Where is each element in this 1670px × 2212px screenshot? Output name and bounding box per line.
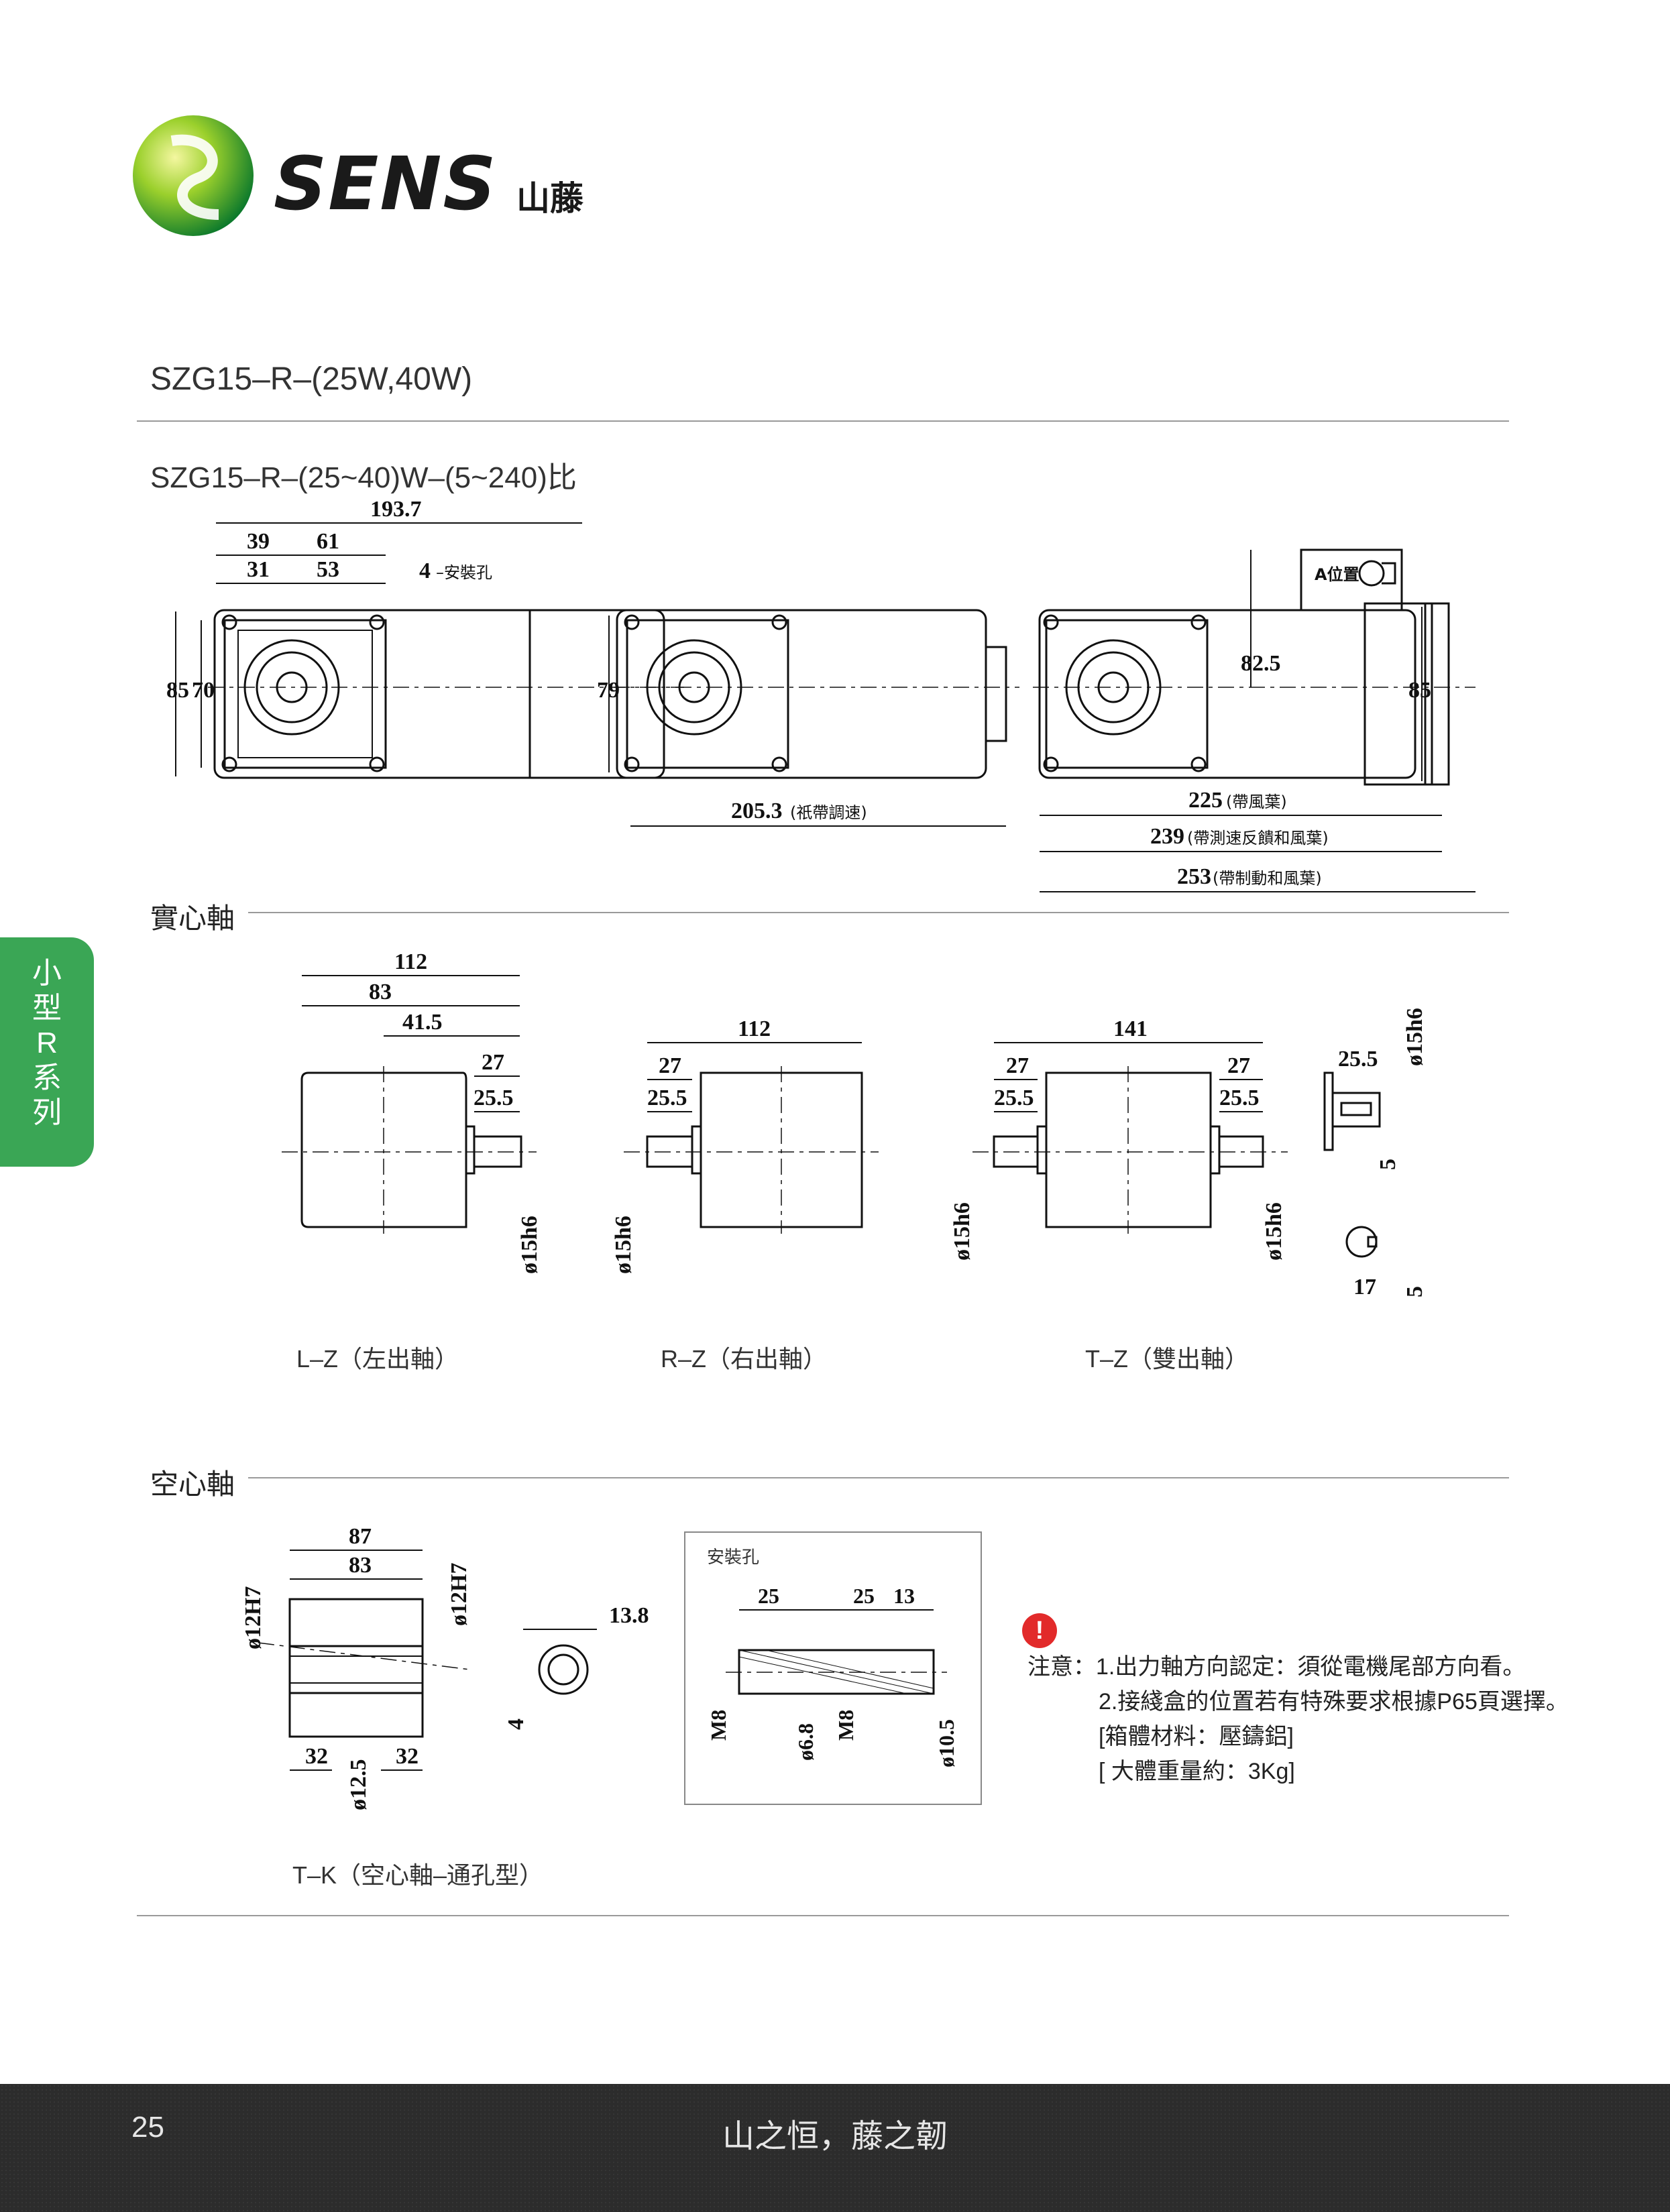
footer: 25 山之恒，藤之韌 bbox=[0, 2084, 1670, 2212]
dim-205: 205.3 bbox=[731, 799, 783, 823]
hollow-dim-dia12-5: ø12.5 bbox=[346, 1759, 371, 1811]
page-title: SZG15–R–(25W,40W) bbox=[150, 361, 473, 397]
key-dim-dia: ø15h6 bbox=[1402, 1008, 1427, 1066]
side-tab-series: 小 型 R 系 列 bbox=[0, 937, 94, 1167]
hollow-section-divider bbox=[248, 1477, 1509, 1478]
dim-31: 31 bbox=[247, 557, 270, 582]
dim-253-note: (帶制動和風葉) bbox=[1213, 869, 1322, 888]
logo-globe-icon bbox=[133, 115, 254, 236]
mounting-hole-detail: 安裝孔 25 25 13 M8 ø6.8 M8 ø10.5 bbox=[684, 1531, 982, 1805]
page-number: 25 bbox=[131, 2111, 164, 2144]
notes-block: 注意：1.出力軸方向認定：須從電機尾部方向看。 2.接綫盒的位置若有特殊要求根據… bbox=[1027, 1649, 1569, 1789]
dim-85b: 85 bbox=[1408, 678, 1431, 703]
dim-82: 82.5 bbox=[1241, 651, 1281, 676]
note-item: [ 大體重量約：3Kg] bbox=[1099, 1759, 1295, 1784]
logo bbox=[131, 114, 255, 237]
dim-70: 70 bbox=[192, 678, 215, 703]
rz-dim-25-5: 25.5 bbox=[647, 1086, 687, 1110]
section-solid-shaft: 實心軸 bbox=[150, 903, 235, 934]
dim-193: 193.7 bbox=[370, 497, 422, 522]
notes-lead: 注意： bbox=[1027, 1654, 1096, 1680]
dim-holes: 4 bbox=[419, 559, 431, 583]
dim-53: 53 bbox=[317, 557, 339, 582]
tz-dim-dia-b: ø15h6 bbox=[1262, 1202, 1286, 1261]
bottom-divider bbox=[137, 1915, 1509, 1916]
mounting-hole-label: 安裝孔 bbox=[707, 1547, 760, 1567]
model-subtitle: SZG15–R–(25~40)W–(5~240)比 bbox=[150, 461, 577, 494]
section-hollow-shaft: 空心軸 bbox=[150, 1468, 235, 1500]
rz-dim-112: 112 bbox=[738, 1016, 771, 1041]
tz-dim-25-5a: 25.5 bbox=[994, 1086, 1034, 1110]
mount-dim-25b: 25 bbox=[853, 1584, 875, 1608]
lz-dim-83: 83 bbox=[369, 980, 392, 1004]
caption-tk: T–K（空心軸–通孔型） bbox=[292, 1861, 544, 1889]
footer-motto: 山之恒，藤之韌 bbox=[722, 2117, 948, 2155]
tz-dim-27a: 27 bbox=[1006, 1053, 1029, 1078]
dim-253: 253 bbox=[1177, 864, 1211, 889]
side-tab-char: 列 bbox=[32, 1096, 62, 1129]
hollow-dim-13-8: 13.8 bbox=[609, 1603, 649, 1628]
dim-61: 61 bbox=[317, 529, 339, 554]
rz-dim-dia: ø15h6 bbox=[611, 1216, 636, 1274]
title-divider bbox=[137, 420, 1509, 422]
solid-section-divider bbox=[248, 912, 1509, 913]
mount-dim-25a: 25 bbox=[758, 1584, 779, 1608]
lz-dim-dia: ø15h6 bbox=[517, 1216, 542, 1274]
hollow-shaft-drawing: 87 83 ø12H7 ø12H7 32 32 ø12.5 13.8 4 bbox=[241, 1524, 649, 1811]
caption-lz: L–Z（左出軸） bbox=[296, 1345, 459, 1373]
hollow-dim-87: 87 bbox=[349, 1524, 372, 1549]
side-tab-char: 小 bbox=[32, 957, 62, 990]
dim-39: 39 bbox=[247, 529, 270, 554]
solid-shaft-drawing: 112 83 41.5 27 25.5 ø15h6 112 27 25.5 ø1… bbox=[282, 949, 1427, 1299]
caption-tz: T–Z（雙出軸） bbox=[1085, 1345, 1249, 1373]
hollow-dim-dia12a: ø12H7 bbox=[241, 1586, 266, 1649]
a-position-label: A位置 bbox=[1315, 565, 1359, 584]
warning-icon: ! bbox=[1022, 1613, 1057, 1648]
dim-holes-label: –安裝孔 bbox=[436, 563, 492, 582]
dim-205-note: (祇帶調速) bbox=[790, 803, 867, 822]
hollow-dim-32b: 32 bbox=[396, 1744, 419, 1769]
tz-dim-27b: 27 bbox=[1227, 1053, 1250, 1078]
brand-name: SENS bbox=[274, 141, 498, 227]
mount-dim-dia6-8: ø6.8 bbox=[793, 1723, 818, 1761]
motor-outline-drawing: 193.7 39 61 31 53 4 85 70 79 205.3 82.5 … bbox=[166, 497, 1476, 892]
tz-dim-25-5b: 25.5 bbox=[1219, 1086, 1260, 1110]
dim-79: 79 bbox=[597, 678, 620, 703]
side-tab-char: 系 bbox=[32, 1061, 62, 1094]
note-item: 2.接綫盒的位置若有特殊要求根據P65頁選擇。 bbox=[1099, 1689, 1569, 1714]
hollow-dim-dia12b: ø12H7 bbox=[447, 1563, 471, 1626]
key-dim-5a: 5 bbox=[1376, 1159, 1400, 1170]
key-dim-17: 17 bbox=[1353, 1275, 1376, 1299]
rz-dim-27: 27 bbox=[659, 1053, 681, 1078]
hollow-dim-83: 83 bbox=[349, 1553, 372, 1578]
dim-239-note: (帶測速反饋和風葉) bbox=[1187, 829, 1329, 848]
lz-dim-41-5: 41.5 bbox=[402, 1010, 443, 1035]
mount-dim-m8b: M8 bbox=[834, 1710, 858, 1741]
lz-dim-112: 112 bbox=[394, 949, 427, 974]
hollow-dim-4: 4 bbox=[504, 1719, 528, 1730]
mount-dim-m8a: M8 bbox=[706, 1710, 730, 1741]
note-item: 1.出力軸方向認定：須從電機尾部方向看。 bbox=[1096, 1654, 1526, 1680]
mount-dim-dia10-5: ø10.5 bbox=[934, 1719, 958, 1767]
tz-dim-dia-a: ø15h6 bbox=[950, 1202, 975, 1261]
caption-rz: R–Z（右出軸） bbox=[661, 1345, 828, 1373]
lz-dim-27: 27 bbox=[482, 1050, 504, 1075]
key-dim-25-5: 25.5 bbox=[1338, 1047, 1378, 1071]
dim-85: 85 bbox=[166, 678, 189, 703]
side-tab-char: R bbox=[36, 1027, 58, 1059]
dim-225: 225 bbox=[1188, 788, 1223, 813]
key-dim-5b: 5 bbox=[1402, 1286, 1427, 1297]
lz-dim-25-5: 25.5 bbox=[474, 1086, 514, 1110]
note-item: [箱體材料：壓鑄鋁] bbox=[1099, 1724, 1294, 1749]
tz-dim-141: 141 bbox=[1113, 1016, 1148, 1041]
dim-239: 239 bbox=[1150, 824, 1184, 849]
dim-225-note: (帶風葉) bbox=[1226, 793, 1287, 811]
side-tab-char: 型 bbox=[32, 992, 62, 1025]
hollow-dim-32a: 32 bbox=[305, 1744, 328, 1769]
mount-dim-13: 13 bbox=[893, 1584, 915, 1608]
brand-cn-name: 山藤 bbox=[516, 179, 583, 218]
